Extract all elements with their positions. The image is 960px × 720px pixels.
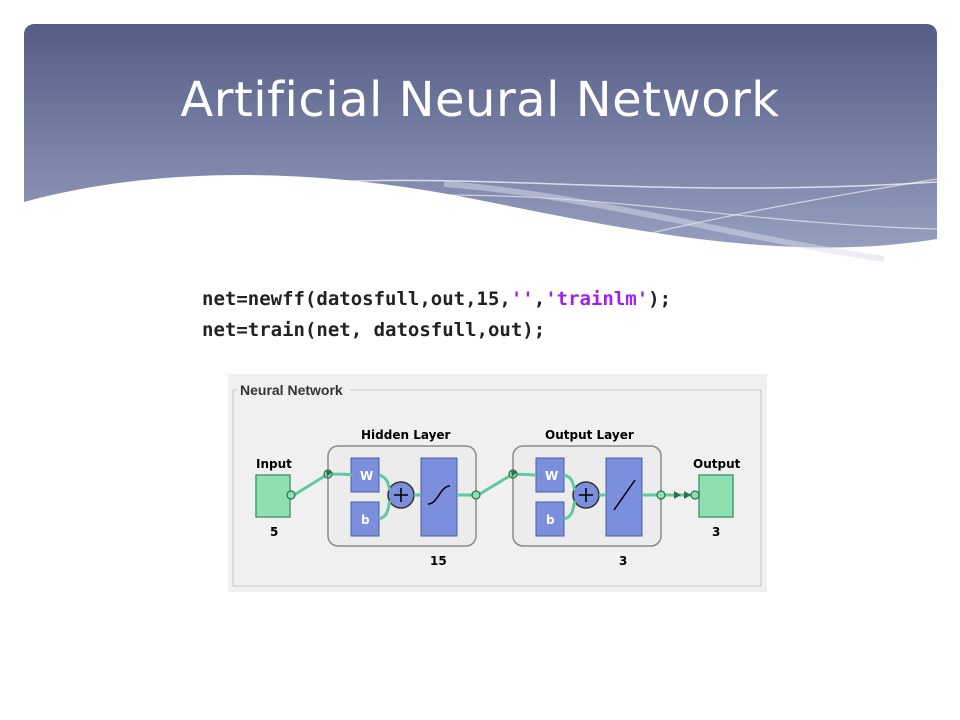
hidden-size: 15 <box>430 554 447 568</box>
input-node <box>255 474 291 518</box>
plus-icon <box>394 488 408 502</box>
hidden-bias-node <box>350 501 380 537</box>
arrow-heads <box>326 470 691 499</box>
input-label: Input <box>256 457 292 471</box>
output-bias-label: b <box>546 513 555 527</box>
output-label: Output <box>693 457 741 471</box>
output-layer-size: 3 <box>619 554 627 568</box>
network-diagram: Neural Network Input Hidden Layer Output… <box>232 382 762 587</box>
panel-title: Neural Network <box>240 382 343 398</box>
linear-icon <box>613 479 636 511</box>
hidden-transfer-node <box>420 457 458 537</box>
output-node <box>698 474 734 518</box>
output-size: 3 <box>712 525 720 539</box>
sigmoid-icon <box>427 485 451 505</box>
hidden-bias-label: b <box>361 513 370 527</box>
input-size: 5 <box>270 525 278 539</box>
slide-title: Artificial Neural Network <box>180 72 780 128</box>
code-snippet: net=newff(datosfull,out,15,'','trainlm')… <box>202 284 671 346</box>
neural-network-panel: Neural Network Input Hidden Layer Output… <box>228 374 767 592</box>
header-background <box>24 24 937 264</box>
output-bias-node <box>535 501 565 537</box>
code-line-1: net=newff(datosfull,out,15,'','trainlm')… <box>202 288 672 310</box>
code-line-2: net=train(net, datosfull,out); <box>202 319 546 341</box>
output-layer-label: Output Layer <box>545 428 634 442</box>
hidden-weight-label: W <box>360 469 373 483</box>
slide-header <box>24 24 937 264</box>
plus-icon <box>579 488 593 502</box>
hidden-layer-label: Hidden Layer <box>361 428 451 442</box>
output-weight-label: W <box>545 469 558 483</box>
panel-border <box>232 389 762 587</box>
